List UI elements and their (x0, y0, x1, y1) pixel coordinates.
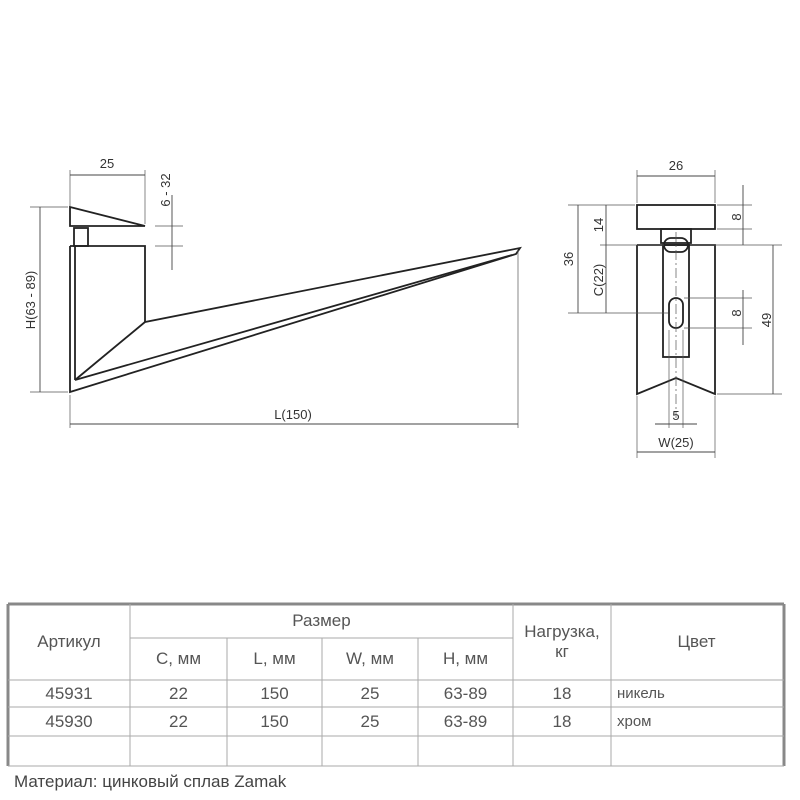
cell-load: 18 (552, 711, 572, 731)
dim-w: W(25) (658, 435, 693, 450)
front-neck (660, 228, 692, 244)
header-size: Размер (292, 611, 351, 630)
cell-c: 22 (169, 711, 188, 731)
cell-l: 150 (260, 683, 289, 703)
header-w: W, мм (346, 649, 394, 668)
dim-26: 26 (669, 158, 683, 173)
cell-h: 63-89 (443, 711, 488, 731)
header-l: L, мм (253, 649, 296, 668)
cell-article: 45930 (45, 711, 93, 731)
dim-c: C(22) (591, 264, 606, 297)
dim-8-slot: 8 (729, 309, 744, 316)
dim-5: 5 (672, 408, 679, 423)
header-load: Нагрузка, кг (524, 622, 600, 661)
bracket-inner-edge (74, 254, 513, 381)
dim-14: 14 (591, 218, 606, 232)
dim-49: 49 (759, 313, 774, 327)
cell-color: никель (617, 685, 665, 702)
dim-l: L(150) (274, 407, 312, 422)
header-c: C, мм (155, 649, 202, 668)
cell-w: 25 (360, 711, 380, 731)
cell-c: 22 (169, 683, 188, 703)
cell-l: 150 (260, 711, 289, 731)
cell-load: 18 (552, 683, 572, 703)
table-frame (6, 602, 786, 767)
clamp-plate (69, 205, 146, 227)
spec-table: Артикул Размер Нагрузка, кг Цвет C, мм L… (8, 604, 782, 766)
table-row: 45931 22 150 25 63-89 18 никель (8, 680, 782, 707)
clamp-screw (73, 227, 89, 247)
cell-w: 25 (360, 683, 380, 703)
dim-6-32: 6 - 32 (158, 173, 173, 206)
cell-article: 45931 (45, 683, 93, 703)
table-row: 45930 22 150 25 63-89 18 хром (8, 707, 782, 736)
bracket-outline (69, 245, 522, 394)
front-view: 26 8 36 14 C(22) 8 49 5 (561, 158, 782, 458)
table-row-empty (8, 736, 782, 766)
cell-h: 63-89 (443, 683, 488, 703)
dim-h: H(63 - 89) (23, 271, 38, 330)
material-note: Материал: цинковый сплав Zamak (14, 772, 287, 791)
dim-25: 25 (100, 156, 114, 171)
header-article: Артикул (37, 632, 101, 651)
dim-8-top: 8 (729, 213, 744, 220)
front-plate (636, 204, 716, 230)
technical-drawing: 25 6 - 32 H(63 - 89) L(150) (23, 156, 782, 458)
cell-color: хром (617, 713, 652, 730)
header-h: H, мм (442, 649, 489, 668)
dim-36: 36 (561, 252, 576, 266)
header-color: Цвет (677, 632, 716, 651)
side-view: 25 6 - 32 H(63 - 89) L(150) (23, 156, 522, 428)
